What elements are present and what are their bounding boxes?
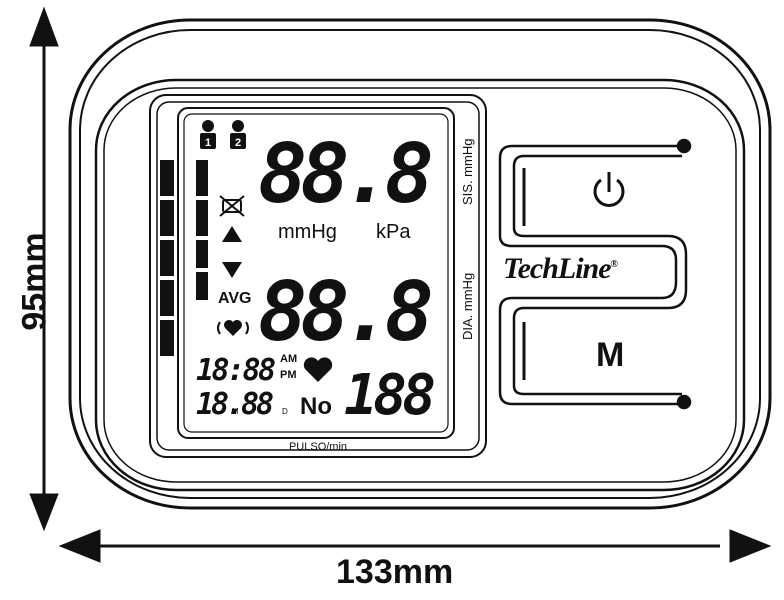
brand-name: TechLine <box>503 252 612 285</box>
cuff-error-icon <box>219 195 245 217</box>
heart-icon <box>303 357 333 382</box>
user-1-icon: 1 <box>200 120 216 149</box>
day-mark: D <box>282 407 288 416</box>
memory-button-label[interactable]: M <box>596 336 625 374</box>
trend-down-icon <box>222 262 242 278</box>
pulse-unit-label: PULSO/min <box>289 441 347 453</box>
user-2-number: 2 <box>235 137 241 149</box>
lcd-frame <box>149 94 487 458</box>
classification-bars <box>160 160 208 356</box>
arrow-up-icon <box>29 6 59 47</box>
am-indicator: AM <box>280 353 297 365</box>
diastolic-digits: 88.8 <box>258 265 434 360</box>
brand-logo: TechLine® <box>503 252 619 286</box>
button-panel <box>498 138 692 410</box>
power-icon <box>593 172 625 207</box>
systolic-digits: 88.8 <box>258 127 434 222</box>
brand-mark: ® <box>610 259 619 270</box>
arrow-left-icon <box>58 529 101 563</box>
pulse-digits: 188 <box>344 363 436 428</box>
height-dimension <box>29 6 59 532</box>
unit-kpa: kPa <box>376 221 411 243</box>
memory-no-label: No <box>300 393 332 420</box>
width-dimension-label: 133mm <box>336 553 454 591</box>
pm-indicator: PM <box>280 369 297 381</box>
irregular-heartbeat-icon <box>217 320 249 336</box>
avg-label: AVG <box>218 290 251 307</box>
diastolic-label: DIA. mmHg <box>460 273 475 340</box>
month-mark: M <box>232 407 239 416</box>
time-digits: 18:88 <box>196 353 276 388</box>
user-1-number: 1 <box>205 137 211 149</box>
trend-up-icon <box>222 226 242 242</box>
arrow-down-icon <box>29 493 59 532</box>
width-dimension <box>58 529 772 563</box>
device-outline <box>68 18 772 510</box>
height-dimension-label: 95mm <box>15 232 54 331</box>
power-button[interactable] <box>560 162 660 226</box>
systolic-label: SIS. mmHg <box>460 139 475 205</box>
unit-mmhg: mmHg <box>278 221 337 243</box>
arrow-right-icon <box>729 529 772 563</box>
date-digits: 18.88 <box>196 387 274 422</box>
user-2-icon: 2 <box>230 120 246 149</box>
